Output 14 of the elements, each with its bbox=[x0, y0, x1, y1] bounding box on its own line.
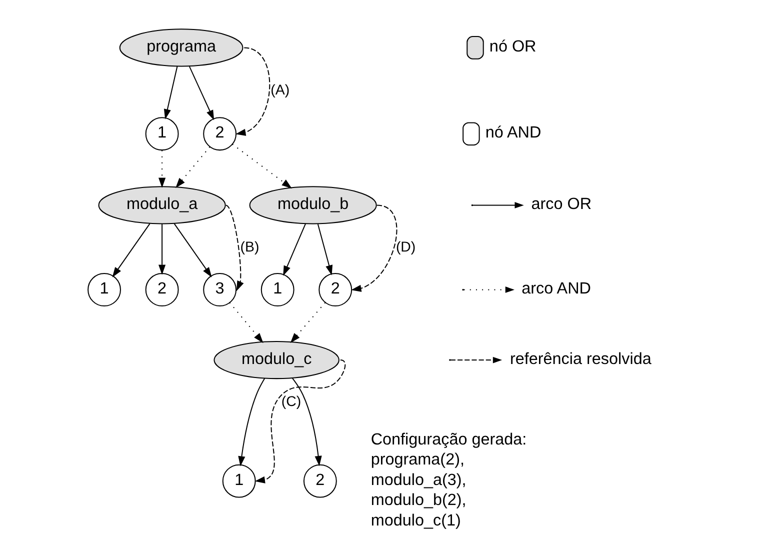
label: modulo_b(2), bbox=[370, 491, 466, 510]
label: Configuração gerada: bbox=[370, 430, 527, 448]
label: modulo_a(3), bbox=[370, 470, 466, 489]
edge-label: (D) bbox=[396, 239, 416, 256]
label: programa(2), bbox=[370, 450, 464, 469]
legend-label: referência resolvida bbox=[510, 350, 652, 368]
legend-label: nó AND bbox=[485, 124, 542, 142]
legend-label: nó OR bbox=[489, 38, 536, 56]
edge-label: (C) bbox=[281, 394, 302, 410]
legend-label: arco AND bbox=[522, 280, 591, 298]
label: modulo_c(1) bbox=[370, 511, 461, 530]
edge-label: (A) bbox=[270, 82, 290, 99]
legend-label: arco OR bbox=[531, 195, 592, 214]
edge-label: (B) bbox=[240, 239, 260, 256]
